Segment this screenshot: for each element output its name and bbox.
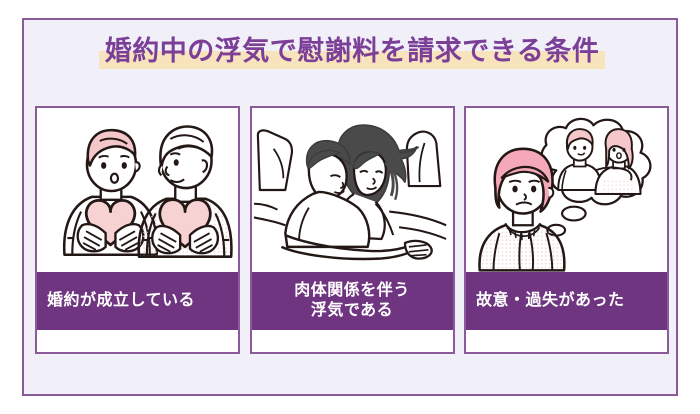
condition-card-2-footer xyxy=(251,330,453,352)
illustration-couple-holding-hearts xyxy=(37,108,238,272)
condition-card-2-label-line2: 浮気である xyxy=(310,302,394,319)
title-highlight-band xyxy=(98,51,606,70)
condition-card-2[interactable]: 肉体関係を伴う 浮気である xyxy=(249,106,455,354)
condition-card-2-label-text: 肉体関係を伴う 浮気である xyxy=(294,281,410,322)
condition-card-3[interactable]: 故意・過失があった xyxy=(464,106,669,354)
page-title: 婚約中の浮気で慰謝料を請求できる条件 xyxy=(24,36,680,70)
condition-card-2-label-line1: 肉体関係を伴う xyxy=(294,281,410,299)
title-text-block: 婚約中の浮気で慰謝料を請求できる条件 xyxy=(98,36,606,70)
condition-card-2-label: 肉体関係を伴う 浮気である xyxy=(251,272,453,330)
condition-card-3-label: 故意・過失があった xyxy=(466,272,667,330)
condition-card-1[interactable]: 婚約が成立している xyxy=(35,106,240,354)
condition-card-1-label: 婚約が成立している xyxy=(37,272,238,330)
illustration-couple-in-bed xyxy=(251,108,453,272)
framed-panel: 婚約中の浮気で慰謝料を請求できる条件 xyxy=(22,18,678,396)
condition-card-list: 婚約が成立している xyxy=(35,106,669,354)
illustration-woman-thinking-of-couple xyxy=(466,108,667,272)
title-label: 婚約中の浮気で慰謝料を請求できる条件 xyxy=(104,36,600,66)
condition-card-3-label-text: 故意・過失があった xyxy=(476,291,625,309)
condition-card-3-footer xyxy=(466,330,667,352)
condition-card-1-label-text: 婚約が成立している xyxy=(47,291,196,309)
condition-card-1-footer xyxy=(37,330,238,352)
